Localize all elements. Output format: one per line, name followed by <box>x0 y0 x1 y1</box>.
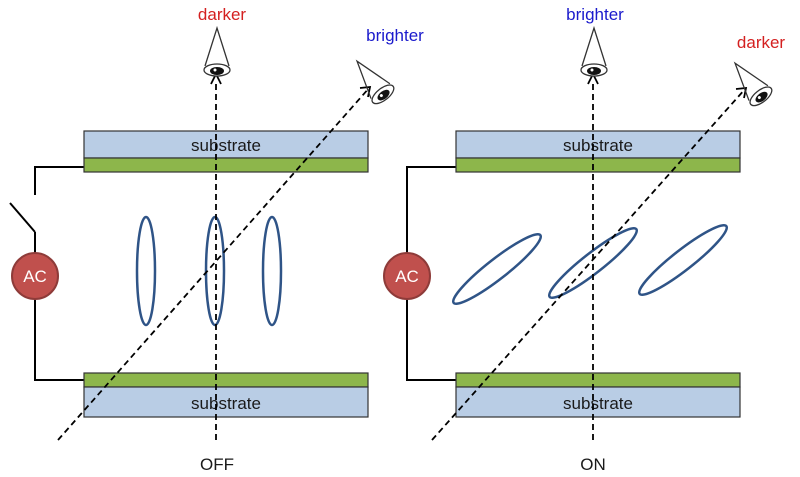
electrode-bottom <box>455 372 741 388</box>
circuit-wire <box>34 166 84 195</box>
lc-molecule <box>547 226 639 300</box>
substrate-top <box>83 130 369 159</box>
substrate-top <box>455 130 741 159</box>
view-oblique-label: brighter <box>366 26 424 45</box>
light-path-oblique <box>431 87 747 441</box>
lc-molecule <box>451 232 543 306</box>
eye-icon <box>733 61 773 107</box>
ac-label: AC <box>395 267 419 286</box>
substrate-bottom-label: substrate <box>191 394 261 413</box>
eye-icon <box>203 25 231 77</box>
eye-icon <box>355 59 395 105</box>
view-normal-label: brighter <box>566 5 624 24</box>
lc-molecule <box>637 223 729 297</box>
view-normal-label: darker <box>198 5 247 24</box>
substrate-top-label: substrate <box>563 136 633 155</box>
lc-molecule <box>261 215 283 327</box>
ac-source <box>11 252 59 300</box>
ac-label: AC <box>23 267 47 286</box>
lc-molecule <box>204 215 226 327</box>
substrate-top-label: substrate <box>191 136 261 155</box>
state-label: ON <box>580 455 606 474</box>
view-oblique-label: darker <box>737 33 786 52</box>
panel-on: AC substrate substrate <box>383 5 786 474</box>
circuit-wire <box>406 166 456 253</box>
substrate-bottom-label: substrate <box>563 394 633 413</box>
panel-off: AC substrate substrate <box>9 5 424 474</box>
open-switch <box>9 202 36 233</box>
lc-molecule <box>135 215 157 327</box>
electrode-top <box>83 157 369 173</box>
arrowhead <box>735 86 748 99</box>
circuit-wire <box>406 299 456 381</box>
ac-source <box>383 252 431 300</box>
light-path-oblique <box>57 86 371 441</box>
electrode-top <box>455 157 741 173</box>
state-label: OFF <box>200 455 234 474</box>
eye-icon <box>580 25 608 77</box>
substrate-bottom <box>455 386 741 418</box>
electrode-bottom <box>83 372 369 388</box>
circuit-wire <box>34 299 84 381</box>
substrate-bottom <box>83 386 369 418</box>
